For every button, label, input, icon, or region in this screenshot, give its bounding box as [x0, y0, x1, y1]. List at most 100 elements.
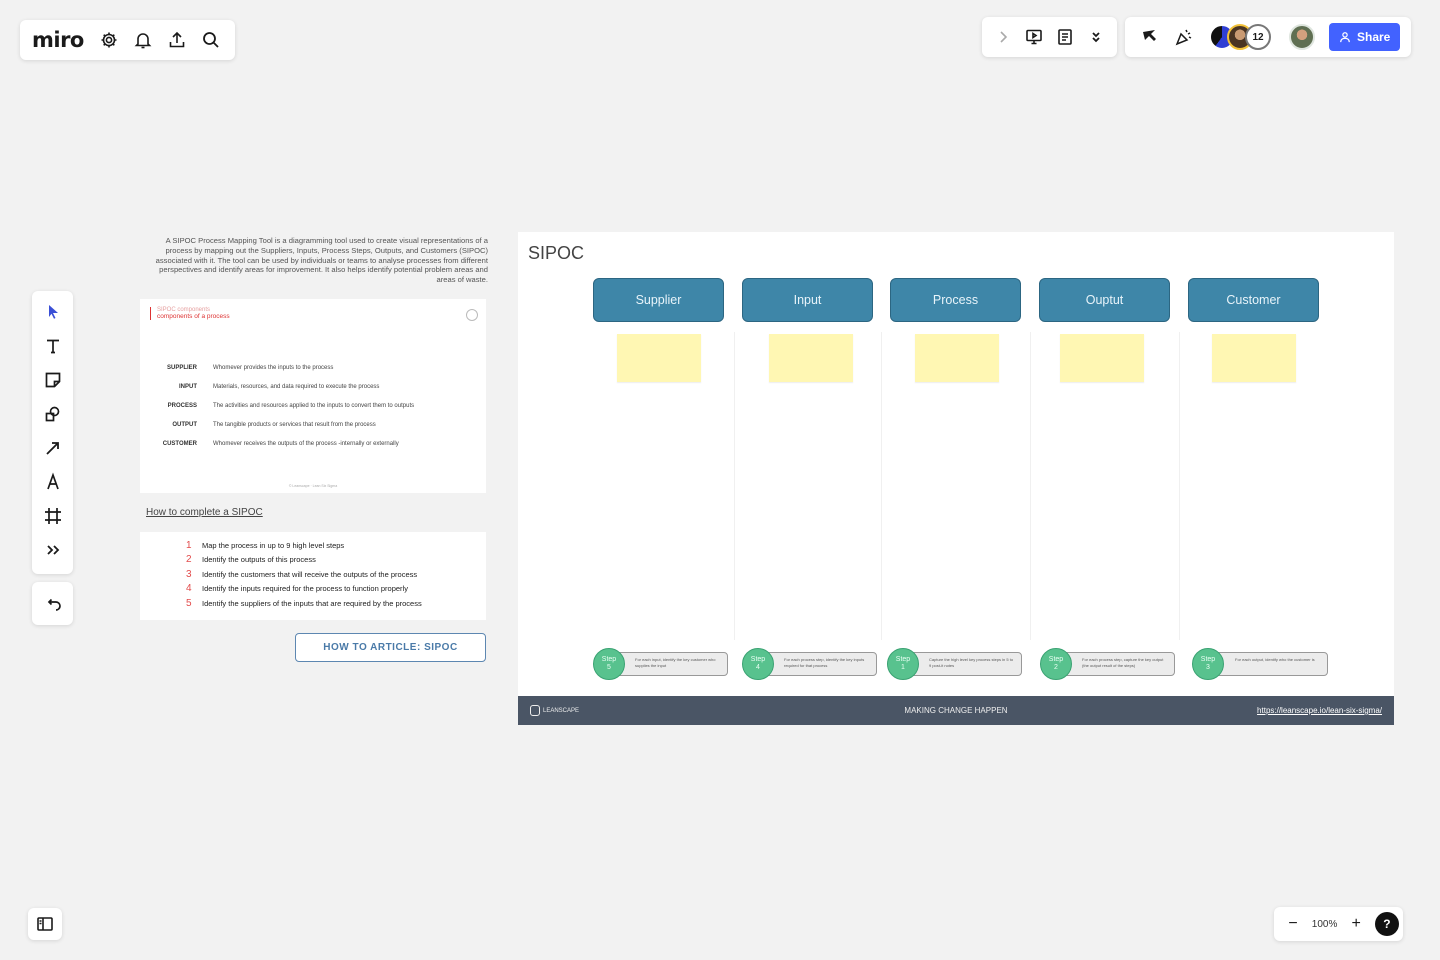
howto-article-button[interactable]: HOW TO ARTICLE: SIPOC — [295, 633, 486, 662]
component-definition: Whomever receives the outputs of the pro… — [213, 441, 399, 447]
step-word: Step — [1200, 656, 1216, 663]
step-number: 5 — [607, 664, 611, 671]
column-divider — [734, 332, 735, 640]
arrow-icon[interactable] — [38, 433, 68, 463]
column-header-input[interactable]: Input — [742, 278, 873, 322]
component-term: PROCESS — [167, 403, 197, 409]
notes-icon[interactable] — [1050, 22, 1080, 52]
creation-toolbar — [32, 291, 73, 574]
component-term: SUPPLIER — [166, 365, 197, 371]
avatar[interactable] — [1289, 24, 1315, 50]
component-row: PROCESS The activities and resources app… — [140, 403, 486, 409]
footer-tagline: MAKING CHANGE HAPPEN — [904, 706, 1008, 715]
step-number: 1 — [186, 539, 192, 551]
user-icon — [1340, 32, 1350, 43]
help-button[interactable]: ? — [1374, 912, 1399, 936]
sticky-note-customer[interactable] — [1212, 334, 1296, 382]
column-header-process[interactable]: Process — [890, 278, 1021, 322]
sidebar-icon — [30, 909, 60, 939]
step-word: Step — [895, 656, 911, 663]
component-row: OUTPUT The tangible products or services… — [140, 422, 486, 428]
sticky-note-input[interactable] — [769, 334, 853, 382]
chevron-right-icon[interactable] — [988, 22, 1018, 52]
share-label: Share — [1357, 30, 1391, 44]
components-subtitle: components of a process — [157, 313, 230, 320]
select-icon[interactable] — [38, 297, 68, 327]
frame-footer: LEANSCAPE MAKING CHANGE HAPPEN https://l… — [518, 696, 1394, 725]
step-word: Step — [750, 656, 766, 663]
bell-icon[interactable] — [128, 25, 158, 55]
step-word: Step — [601, 656, 617, 663]
pen-icon[interactable] — [38, 467, 68, 497]
component-definition: Materials, resources, and data required … — [213, 384, 380, 390]
celebrate-icon[interactable] — [1169, 22, 1199, 52]
search-icon[interactable] — [196, 25, 226, 55]
zoom-in-button[interactable]: + — [1351, 915, 1361, 932]
components-footer: © Leanscape · Lean Six Sigma — [288, 484, 338, 488]
frame-icon[interactable] — [38, 501, 68, 531]
sticky-note-process[interactable] — [915, 334, 999, 382]
share-button[interactable]: Share — [1329, 23, 1401, 51]
column-header-customer[interactable]: Customer — [1188, 278, 1319, 322]
undo-icon[interactable] — [38, 589, 68, 619]
zoom-out-button[interactable]: − — [1288, 915, 1298, 932]
step-word: Step — [1048, 656, 1064, 663]
sticky-note-icon[interactable] — [38, 365, 68, 395]
undo-panel — [32, 582, 73, 625]
component-row: INPUT Materials, resources, and data req… — [140, 384, 486, 390]
component-term: INPUT — [179, 384, 197, 390]
component-row: CUSTOMER Whomever receives the outputs o… — [140, 441, 486, 447]
step-number: 2 — [186, 554, 192, 566]
leanscape-hex-icon — [530, 705, 540, 716]
column-header-supplier[interactable]: Supplier — [593, 278, 724, 322]
shapes-icon[interactable] — [38, 399, 68, 429]
collaborator-count[interactable]: 12 — [1245, 24, 1271, 50]
text-icon[interactable] — [38, 331, 68, 361]
components-title: SIPOC components components of a process — [150, 307, 230, 320]
sticky-note-output[interactable] — [1060, 334, 1144, 382]
step-number: 4 — [186, 583, 192, 595]
step-number: 3 — [1206, 664, 1210, 671]
components-card[interactable]: SIPOC components components of a process… — [140, 299, 486, 493]
present-icon[interactable] — [1019, 22, 1049, 52]
howto-link[interactable]: How to complete a SIPOC — [146, 507, 263, 518]
sticky-note-supplier[interactable] — [617, 334, 701, 382]
step-number: 4 — [756, 664, 760, 671]
list-item: 4 Identify the inputs required for the pr… — [186, 582, 486, 597]
step-hint[interactable]: For each process step, identify the key … — [759, 652, 877, 676]
step-number: 1 — [901, 664, 905, 671]
board-panel-toggle[interactable] — [28, 908, 62, 940]
step-hint[interactable]: For each input, identify the key custome… — [610, 652, 728, 676]
step-number: 2 — [1054, 664, 1058, 671]
more-down-icon[interactable] — [1081, 22, 1111, 52]
component-definition: Whomever provides the inputs to the proc… — [213, 365, 334, 371]
component-definition: The tangible products or services that r… — [213, 422, 376, 428]
step-hint[interactable]: Capture the high level key process steps… — [904, 652, 1022, 676]
miro-logo[interactable]: miro — [32, 28, 84, 52]
column-header-output[interactable]: Ouptut — [1039, 278, 1170, 322]
cursor-icon[interactable] — [1135, 22, 1165, 52]
footer-link[interactable]: https://leanscape.io/lean-six-sigma/ — [1257, 706, 1382, 715]
step-number: 3 — [186, 568, 192, 580]
more-tools-icon[interactable] — [38, 535, 68, 565]
step-hint[interactable]: For each process step, capture the key o… — [1057, 652, 1175, 676]
component-term: CUSTOMER — [162, 441, 197, 447]
step-text: Identify the inputs required for the pro… — [202, 584, 408, 594]
zoom-level[interactable]: 100% — [1311, 918, 1338, 930]
top-left-bar: miro — [20, 20, 235, 60]
step-hint[interactable]: For each output, identify who the custom… — [1210, 652, 1328, 676]
settings-icon[interactable] — [94, 25, 124, 55]
upload-icon[interactable] — [162, 25, 192, 55]
sipoc-description: A SIPOC Process Mapping Tool is a diagra… — [155, 236, 488, 285]
footer-logo-text: LEANSCAPE — [543, 707, 580, 714]
leanscape-logo-icon — [466, 309, 478, 321]
